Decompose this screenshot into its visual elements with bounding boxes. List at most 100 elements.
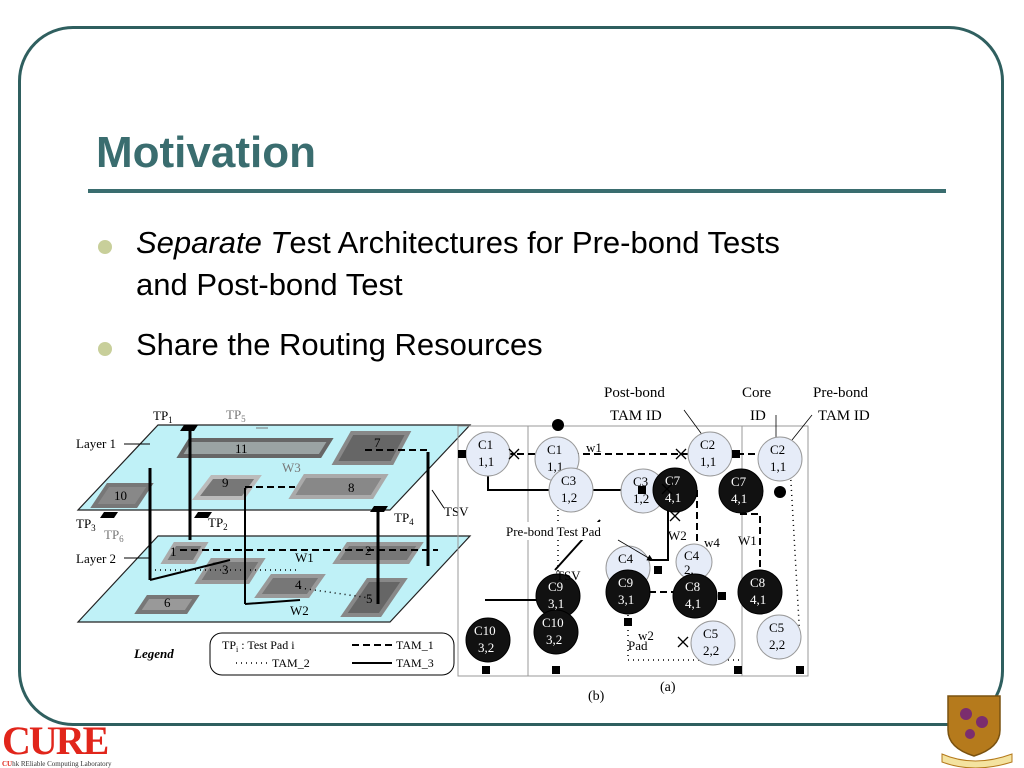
- tp3-pad: [100, 512, 118, 518]
- label-w1-lower: w1: [586, 440, 602, 455]
- pad-marker: [624, 618, 632, 626]
- svg-text:4,1: 4,1: [750, 592, 766, 607]
- node-c8-b: C8 4,1: [672, 573, 718, 619]
- tam2-route-layer2: [150, 569, 371, 599]
- bullet-text-2: Share the Routing Resources: [136, 324, 543, 366]
- tp2-label: TP2: [208, 515, 228, 532]
- node-c9-b: C9 3,1: [535, 573, 581, 619]
- svg-text:4,1: 4,1: [731, 491, 747, 506]
- svg-text:1,2: 1,2: [633, 491, 649, 506]
- label-prebond-tam-line2: TAM ID: [818, 408, 870, 424]
- pad-marker: [638, 486, 646, 494]
- svg-text:C3: C3: [633, 474, 648, 489]
- tsv-dot: [774, 486, 786, 498]
- legend-tam2-label: TAM_2: [272, 656, 310, 670]
- label-tsv-right: TSV: [556, 568, 581, 583]
- svg-text:1,1: 1,1: [770, 459, 786, 474]
- label-prebond-tam-line1: Pre-bond: [813, 385, 868, 401]
- core-4-label: 4: [295, 577, 302, 592]
- svg-text:2,: 2,: [684, 562, 694, 577]
- svg-text:C9: C9: [548, 579, 563, 594]
- tp4-pad: [370, 506, 388, 512]
- svg-text:C1: C1: [547, 442, 562, 457]
- node-c7-b: C7 4,1: [652, 467, 698, 513]
- label-W2: W2: [668, 528, 687, 543]
- core-5: [340, 578, 408, 617]
- node-c9-a: C9 3,1: [605, 569, 651, 615]
- svg-text:1,2: 1,2: [561, 490, 577, 505]
- svg-text:C5: C5: [703, 626, 718, 641]
- legend-tp-entry: TPi : Test Pad i: [222, 638, 295, 654]
- legend-tam3-label: TAM_3: [396, 656, 434, 670]
- university-crest-logo: [941, 695, 1013, 768]
- label-core-id-line2: ID: [750, 408, 766, 424]
- pad-marker: [482, 666, 490, 674]
- crest-ribbon-icon: [941, 753, 1013, 768]
- prebond-pad-label-bg: [504, 522, 632, 540]
- label-w2-lower: w2: [638, 628, 654, 643]
- node-c8-a: C8 4,1: [737, 569, 783, 615]
- tp5-label: TP5: [226, 407, 246, 424]
- node-c2-b: C2 1,1: [687, 431, 733, 477]
- tsv-pointer: [431, 489, 445, 509]
- svg-text:2,2: 2,2: [703, 643, 719, 658]
- core-6: [134, 595, 200, 614]
- svg-text:1,1: 1,1: [478, 454, 494, 469]
- svg-text:C7: C7: [731, 474, 747, 489]
- svg-text:4,1: 4,1: [685, 596, 701, 611]
- svg-text:3,2: 3,2: [546, 632, 562, 647]
- slide-title: Motivation: [96, 128, 316, 177]
- core-9-label: 9: [222, 475, 229, 490]
- bullet-2-text: Share the Routing Resources: [136, 327, 543, 362]
- core-10: [90, 483, 154, 508]
- node-c3-b: C3 1,2: [548, 467, 594, 513]
- pad-marker: [796, 666, 804, 674]
- prebond-pointer: [791, 414, 813, 441]
- label-prebond-test-pad: Pre-bond Test Pad: [506, 524, 601, 539]
- bullet-1-line2: and Post-bond Test: [136, 267, 403, 302]
- prebond-pad-pointer: [617, 539, 654, 561]
- bullet-dot-2: [98, 342, 112, 356]
- svg-text:C1: C1: [478, 437, 493, 452]
- svg-text:3,1: 3,1: [618, 592, 634, 607]
- node-c5-b: C5 2,2: [690, 620, 736, 666]
- svg-text:2,2: 2,2: [769, 637, 785, 652]
- legend-box: [209, 632, 455, 676]
- caption-b: (b): [588, 689, 605, 704]
- core-10-label: 10: [114, 488, 127, 503]
- title-rule: [88, 189, 946, 193]
- svg-text:C5: C5: [769, 620, 784, 635]
- pad-marker: [732, 450, 740, 458]
- label-pad: Pad: [628, 638, 648, 653]
- core-1: [160, 542, 209, 564]
- label-postbond-tam-line2: TAM ID: [610, 408, 662, 424]
- svg-text:3,2: 3,2: [478, 640, 494, 655]
- svg-text:C8: C8: [685, 579, 700, 594]
- core-7-label: 7: [374, 435, 381, 450]
- cure-logo-wordmark: CURE: [2, 718, 108, 763]
- tp3-label: TP3: [76, 516, 96, 533]
- core-8-label: 8: [348, 480, 355, 495]
- cure-logo-tagline: CUhk REliable Computing Laboratory: [2, 760, 112, 768]
- cross-marks: [508, 448, 689, 648]
- core-11: [176, 438, 334, 458]
- svg-text:C4: C4: [684, 548, 700, 563]
- label-w4: w4: [704, 535, 720, 550]
- node-c2-a: C2 1,1: [757, 436, 803, 482]
- legend: Legend TPi : Test Pad i TAM_1 TAM_2 TAM_…: [133, 632, 455, 676]
- label-core-id-line1: Core: [742, 385, 772, 401]
- svg-text:C10: C10: [474, 623, 496, 638]
- svg-text:3,1: 3,1: [548, 596, 564, 611]
- bullet-dot-1: [98, 240, 112, 254]
- tam3-route: [149, 559, 301, 605]
- tp1-pad: [180, 425, 198, 431]
- caption-a: (a): [660, 680, 676, 695]
- tp6-label: TP6: [104, 527, 124, 544]
- layer2-label: Layer 2: [76, 551, 116, 566]
- label-W1: W1: [738, 533, 757, 548]
- core-7: [331, 431, 412, 465]
- label-postbond-tam-line1: Post-bond: [604, 385, 665, 401]
- svg-text:4,1: 4,1: [665, 490, 681, 505]
- core-4: [254, 574, 326, 598]
